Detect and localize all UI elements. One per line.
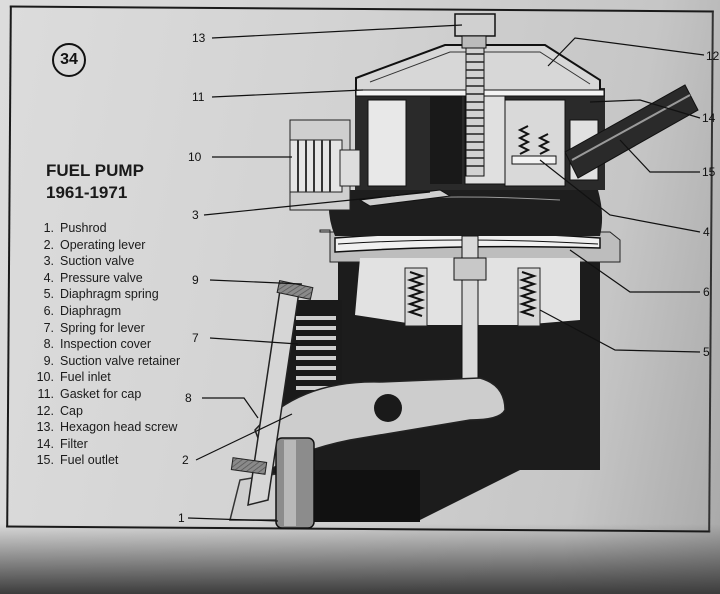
callout-13: 13: [192, 31, 206, 45]
legend-number: 14.: [36, 436, 54, 451]
legend-item: 5. Diaphragm spring: [30, 286, 190, 303]
hexagon-head-screw: [454, 13, 496, 177]
legend-number: 6.: [43, 303, 54, 318]
legend-item: 8. Inspection cover: [30, 336, 190, 353]
legend-number: 12.: [36, 403, 54, 418]
callout-2: 2: [182, 453, 189, 467]
callout-12: 12: [706, 49, 720, 63]
legend-item: 6. Diaphragm: [30, 303, 190, 320]
center-rod: [453, 235, 487, 387]
legend-label: Suction valve retainer: [60, 353, 181, 368]
legend-label: Pressure valve: [60, 270, 143, 285]
callout-8: 8: [185, 391, 192, 405]
callout-leaders: [187, 24, 705, 522]
legend-label: Diaphragm spring: [60, 287, 159, 302]
title-line-1: FUEL PUMP: [46, 161, 144, 180]
legend-item: 4. Pressure valve: [30, 270, 190, 287]
legend-label: Cap: [60, 403, 83, 418]
legend-item: 1. Pushrod: [30, 220, 190, 237]
figure-title: FUEL PUMP 1961-1971: [46, 160, 186, 204]
legend-label: Operating lever: [60, 237, 146, 252]
legend-label: Gasket for cap: [60, 386, 142, 401]
legend-item: 10. Fuel inlet: [30, 369, 190, 386]
fuel-outlet: [564, 84, 699, 179]
legend-label: Spring for lever: [60, 320, 145, 335]
fuel-inlet: [289, 119, 361, 211]
legend-item: 15. Fuel outlet: [30, 452, 190, 469]
legend-label: Pushrod: [60, 221, 107, 235]
spring-for-lever: [290, 300, 342, 400]
legend-item: 12. Cap: [30, 403, 190, 420]
legend-item: 9. Suction valve retainer: [30, 353, 190, 370]
callout-4: 4: [703, 225, 710, 239]
figure-number-badge: 34: [52, 43, 86, 77]
callout-10: 10: [188, 150, 202, 164]
legend-number: 10.: [36, 370, 54, 385]
legend-item: 2. Operating lever: [30, 237, 190, 254]
legend-number: 1.: [43, 221, 54, 235]
legend-item: 13. Hexagon head screw: [30, 419, 190, 436]
legend-label: Suction valve: [60, 254, 135, 269]
callout-11: 11: [192, 90, 205, 104]
legend-item: 3. Suction valve: [30, 253, 190, 270]
legend-number: 2.: [43, 237, 54, 252]
callout-1: 1: [178, 511, 185, 525]
legend-number: 3.: [43, 254, 54, 269]
parts-legend: 1. Pushrod 2. Operating lever 3. Suction va…: [30, 220, 190, 469]
legend-number: 9.: [43, 353, 54, 368]
legend-number: 5.: [43, 287, 54, 302]
legend-label: Fuel outlet: [60, 453, 119, 468]
callout-3: 3: [192, 208, 199, 222]
legend-label: Inspection cover: [60, 337, 152, 352]
callout-6: 6: [703, 285, 710, 299]
legend-item: 7. Spring for lever: [30, 320, 190, 337]
inspection-cover: [230, 280, 314, 506]
callout-14: 14: [702, 111, 716, 125]
legend-label: Hexagon head screw: [60, 420, 178, 435]
legend-number: 4.: [43, 270, 54, 285]
legend-number: 11.: [37, 386, 54, 401]
legend-number: 7.: [43, 320, 54, 335]
pump-body: [328, 190, 603, 236]
callout-15: 15: [702, 165, 716, 179]
callout-labels: 13 12 11 10 3 9 7 8 2 1 14 15 4 6 5: [178, 31, 720, 525]
legend-label: Fuel inlet: [60, 370, 111, 385]
pressure-valve: [511, 125, 557, 165]
legend-number: 15.: [36, 453, 54, 468]
legend-item: 14. Filter: [30, 436, 190, 453]
legend-item: 11. Gasket for cap: [30, 386, 190, 403]
legend-number: 13.: [36, 420, 54, 435]
legend-label: Filter: [60, 436, 88, 451]
page-edge-shadow: [0, 524, 720, 594]
callout-9: 9: [192, 273, 199, 287]
callout-7: 7: [192, 331, 199, 345]
diaphragm-spring: [406, 271, 538, 317]
legend-label: Diaphragm: [60, 303, 122, 318]
title-line-2: 1961-1971: [46, 183, 128, 202]
pushrod: [275, 437, 315, 529]
callout-5: 5: [703, 345, 710, 359]
legend-number: 8.: [43, 337, 54, 352]
